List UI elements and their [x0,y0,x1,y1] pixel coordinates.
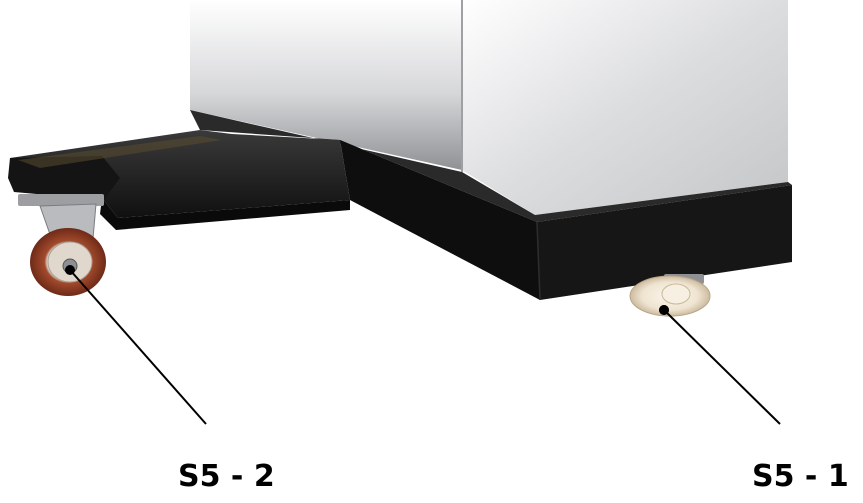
plinth-front-face [537,185,792,300]
base-plinth [190,110,792,301]
arm-top-highlight [18,136,222,168]
swivel-caster [18,194,106,296]
fixed-caster [629,274,711,317]
callout-label-s5-2: S5 - 2 [178,459,275,494]
plinth-side-face [340,140,540,300]
plinth-top [190,110,792,222]
arm-end-cap [8,156,120,200]
cabinet [190,0,788,215]
base-arm [8,130,350,230]
leader-dot-s5-1 [659,305,669,315]
leader-line-s5-1 [663,309,781,425]
cabinet-left-face [190,0,462,170]
cabinet-right-face [462,0,788,215]
leader-line-s5-2 [69,269,207,425]
caster-mount-plate [18,194,104,206]
callout-label-s5-1: S5 - 1 [752,459,849,494]
leader-dot-s5-2 [65,265,75,275]
arm-front [100,198,350,230]
leader-lines [65,265,781,425]
